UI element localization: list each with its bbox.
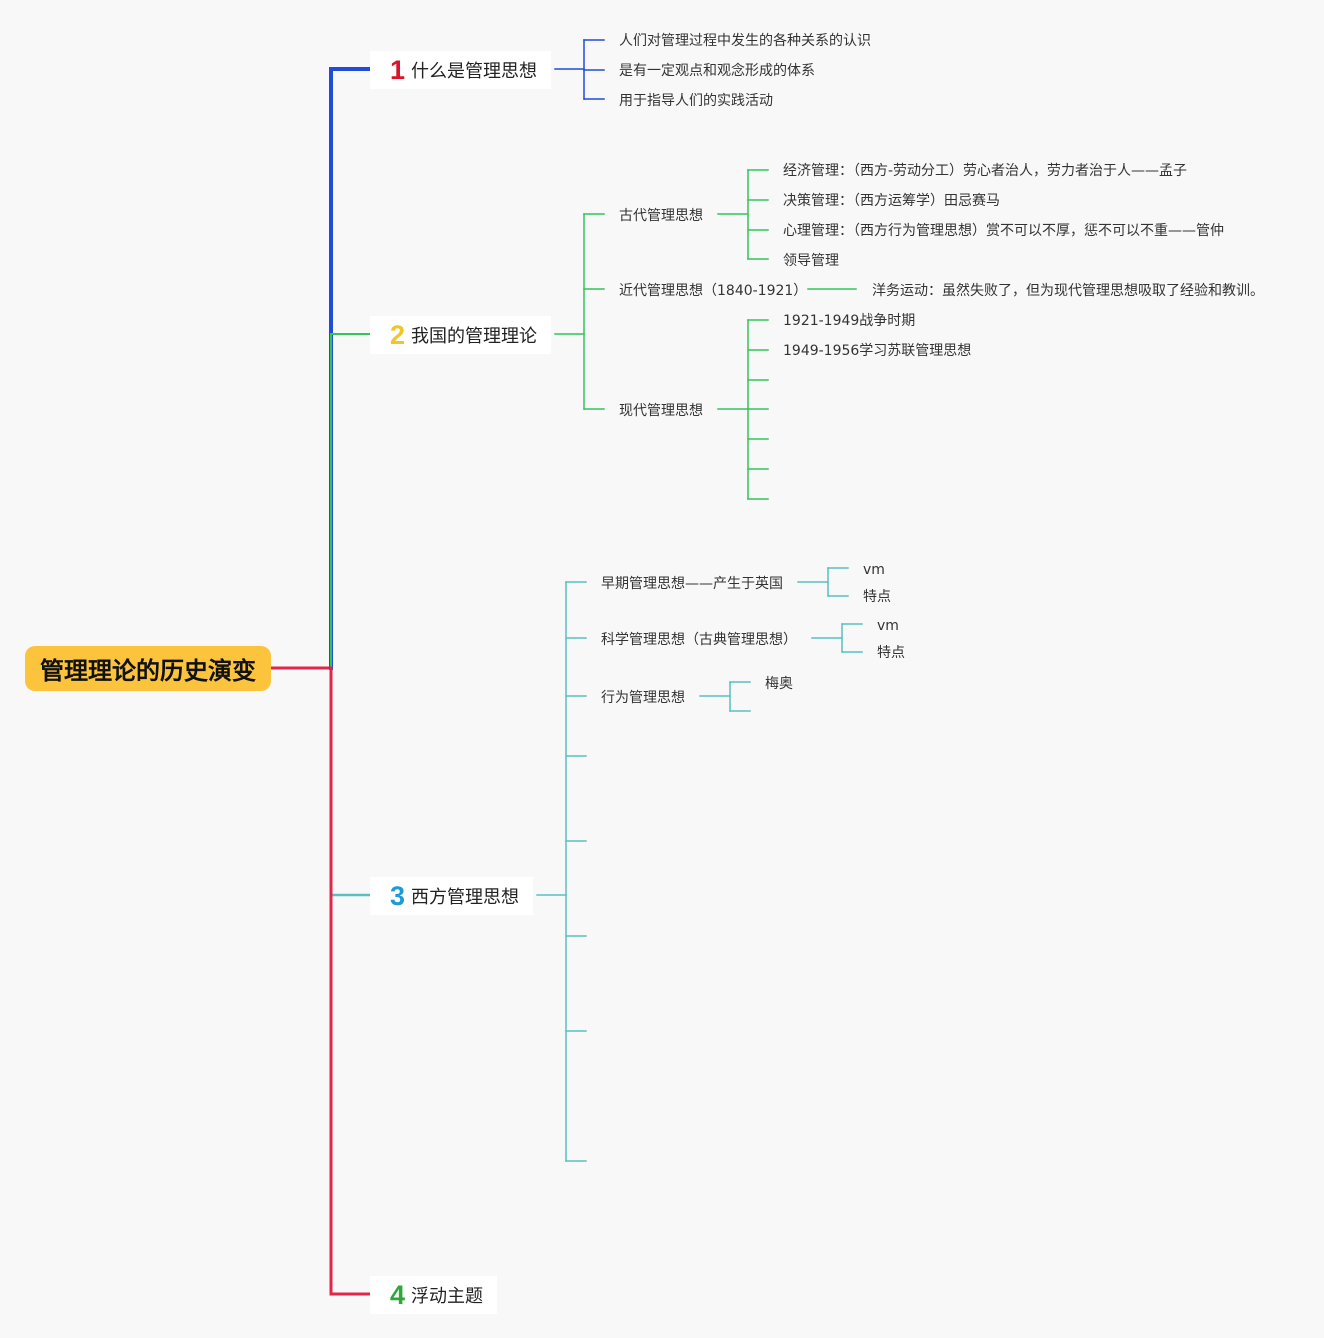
trunk-line-3 [329, 666, 372, 897]
detail-item[interactable]: vm [877, 618, 899, 634]
trunk-line-2 [330, 333, 371, 669]
branch-topic-2[interactable]: 2 我国的管理理论 [370, 316, 552, 354]
detail-item[interactable]: 特点 [877, 645, 905, 661]
root-topic[interactable]: 管理理论的历史演变 [25, 646, 271, 691]
branch-topic-1-label: 什么是管理思想 [411, 61, 538, 82]
subtopic-modern-early[interactable]: 近代管理思想（1840-1921） [619, 283, 808, 299]
trunk-line-1 [329, 67, 372, 670]
detail-item[interactable]: 洋务运动：虽然失败了，但为现代管理思想吸取了经验和教训。 [872, 283, 1264, 299]
number-badge-3: 3 [390, 880, 406, 911]
subtopic[interactable]: 人们对管理过程中发生的各种关系的认识 [619, 33, 871, 49]
detail-item[interactable]: 1949-1956学习苏联管理思想 [783, 343, 972, 359]
branch-topic-1[interactable]: 1 什么是管理思想 [370, 51, 552, 89]
subtopic[interactable]: 用于指导人们的实践活动 [619, 93, 773, 109]
number-badge-2: 2 [390, 319, 406, 350]
branch-topic-2-label: 我国的管理理论 [411, 326, 538, 347]
detail-item[interactable]: vm [863, 562, 885, 578]
detail-item[interactable]: 特点 [863, 589, 891, 605]
branch-topic-4[interactable]: 4 浮动主题 [370, 1276, 498, 1314]
number-badge-1: 1 [390, 54, 406, 85]
subtopic-contemporary[interactable]: 现代管理思想 [619, 403, 703, 419]
detail-item[interactable]: 决策管理：（西方运筹学）田忌赛马 [783, 193, 1000, 209]
trunk-line-4 [329, 666, 372, 1296]
detail-item[interactable]: 领导管理 [783, 253, 839, 269]
detail-item[interactable]: 梅奥 [765, 676, 793, 692]
subtopic-ancient[interactable]: 古代管理思想 [619, 208, 703, 224]
branch-topic-3-label: 西方管理思想 [411, 887, 520, 908]
branch-topic-4-label: 浮动主题 [411, 1286, 484, 1307]
subtopic-scientific[interactable]: 科学管理思想（古典管理思想） [601, 632, 797, 648]
subtopic[interactable]: 是有一定观点和观念形成的体系 [619, 63, 815, 79]
detail-item[interactable]: 1921-1949战争时期 [783, 313, 916, 329]
detail-item[interactable]: 心理管理：（西方行为管理思想）赏不可以不厚，惩不可以不重——管仲 [783, 223, 1224, 239]
number-badge-4: 4 [390, 1279, 406, 1310]
subtopic-early[interactable]: 早期管理思想——产生于英国 [601, 576, 783, 592]
branch-topic-3[interactable]: 3 西方管理思想 [370, 877, 534, 915]
subtopic-behavioral[interactable]: 行为管理思想 [601, 690, 685, 706]
detail-item[interactable]: 经济管理：（西方-劳动分工）劳心者治人，劳力者治于人——孟子 [783, 163, 1188, 179]
